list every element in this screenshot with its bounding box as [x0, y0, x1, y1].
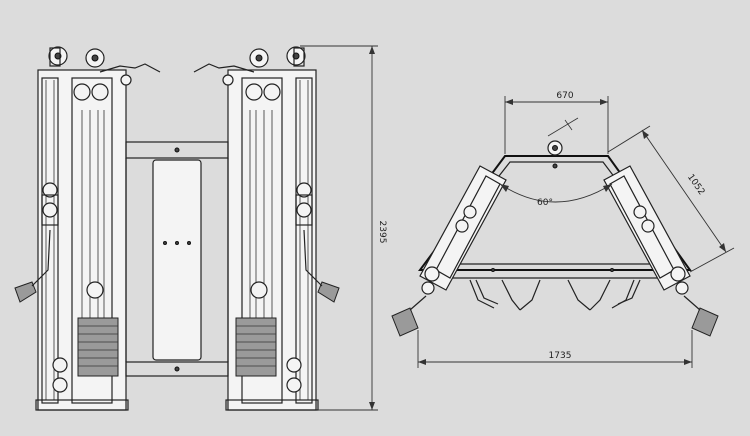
right-weight-stack	[235, 317, 277, 377]
angle-label: 60°	[537, 198, 553, 208]
top-bottom-handles	[469, 279, 641, 311]
top-left-unit	[391, 165, 507, 337]
height-dimension: 2395	[300, 45, 387, 411]
right-handle	[317, 281, 340, 303]
top-left-handle	[391, 307, 419, 337]
width-top-dimension: 670	[504, 91, 609, 154]
angle-dimension: 60°	[499, 183, 613, 208]
left-top-arm	[99, 63, 161, 73]
left-weight-stack	[77, 317, 119, 377]
center-frame	[125, 141, 229, 377]
left-tower	[14, 46, 161, 411]
top-right-unit	[603, 165, 719, 337]
height-label: 2395	[377, 221, 387, 244]
side-label: 1052	[685, 173, 706, 197]
width-bottom-dimension: 1735	[417, 330, 693, 368]
left-outer-post	[41, 77, 59, 404]
top-right-handle	[691, 307, 719, 337]
front-view: 2395	[14, 45, 387, 411]
left-inner-post	[71, 77, 113, 404]
width-top-label: 670	[556, 91, 573, 101]
top-view: 60° 670 1052 1735	[391, 91, 735, 368]
width-bottom-label: 1735	[549, 351, 572, 361]
center-pad	[152, 159, 202, 361]
left-handle	[14, 281, 37, 303]
right-tower	[193, 46, 340, 411]
left-side-pulley	[42, 182, 58, 198]
